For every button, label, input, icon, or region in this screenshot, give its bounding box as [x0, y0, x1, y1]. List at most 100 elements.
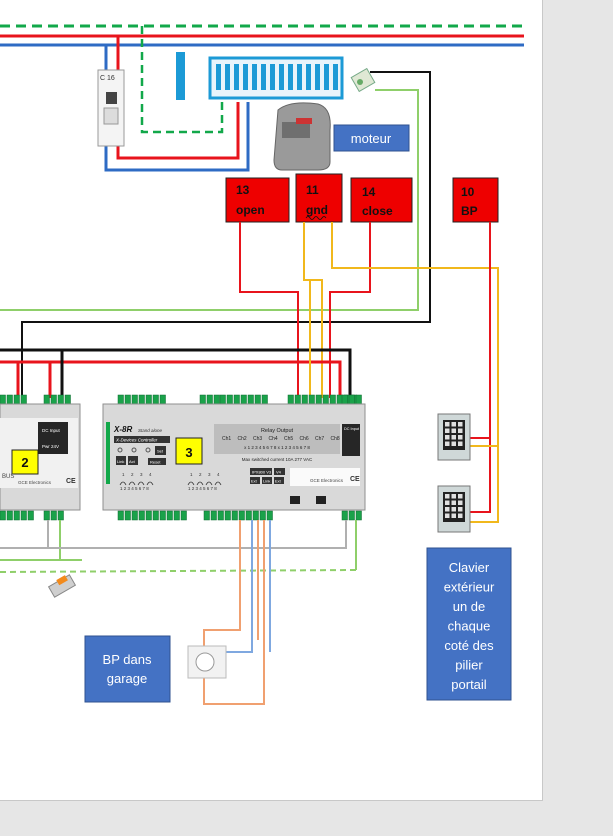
keypad-note-line: portail [451, 677, 487, 692]
input-number: 3 [208, 472, 211, 477]
screw-terminal [210, 510, 217, 521]
screw-terminal [238, 510, 245, 521]
relay-channel-label: Ch1 [222, 436, 231, 442]
screw-terminal [213, 394, 220, 405]
screw-terminal [138, 510, 145, 521]
screw-terminal [159, 510, 166, 521]
screw-terminal [217, 510, 224, 521]
input-number: 1 [122, 472, 125, 477]
screw-terminal [6, 394, 13, 405]
keypad-key [445, 422, 450, 427]
screw-terminal [329, 394, 336, 405]
screw-terminal [173, 510, 180, 521]
m3-relay-title: Relay Output [261, 428, 294, 434]
keypad-key [451, 513, 456, 518]
screw-terminal [341, 510, 348, 521]
photocell-icon [350, 67, 376, 93]
breaker-wiring [104, 26, 250, 172]
screw-terminal [245, 510, 252, 521]
keypad-key [451, 500, 456, 505]
m2-badge: 2 [21, 455, 28, 470]
terminal-slot [288, 64, 293, 90]
screw-terminal [64, 394, 71, 405]
screw-terminal [20, 394, 27, 405]
screw-terminal [231, 510, 238, 521]
m3-btn-link: Link [117, 459, 124, 464]
screw-terminal [131, 510, 138, 521]
m3-max-current: Max switched current 10A 277 VAC [242, 457, 313, 462]
keypad-icon [437, 413, 471, 461]
m2-bus: BUS [2, 474, 14, 480]
m3-input-terms-b: 1 2 3 4 5 6 7 8 [188, 486, 217, 491]
keypad-note-line: extérieur [444, 580, 495, 595]
input-symbol [196, 481, 204, 486]
keypad-note-line: Clavier [449, 560, 490, 575]
m2-ce: CE [66, 478, 76, 485]
callout-14-close: 14 close [350, 177, 413, 223]
terminal-slot [216, 64, 221, 90]
screw-terminal [43, 394, 50, 405]
screw-terminal [27, 510, 34, 521]
terminal-slot [243, 64, 248, 90]
m3-link: Link [263, 479, 270, 484]
keypad-icon [437, 485, 471, 533]
m2-brand: GCE Electronics [18, 480, 52, 485]
bp-garage-line-1: BP dans [103, 652, 152, 667]
input-symbol [187, 481, 195, 486]
terminal-slot [234, 64, 239, 90]
screw-terminal [138, 394, 145, 405]
terminal-slot [324, 64, 329, 90]
input-symbol [146, 481, 154, 486]
m3-btn-reset: Reset [150, 460, 161, 465]
screw-terminal [355, 394, 362, 405]
screw-terminal [336, 394, 343, 405]
input-number: 4 [149, 472, 152, 477]
callout-11-name: gnd [306, 203, 328, 217]
screw-terminal [348, 510, 355, 521]
screw-terminal [294, 394, 301, 405]
callout-11-gnd: 11 gnd [295, 173, 343, 223]
keypad-note-line: coté des [444, 638, 494, 653]
screw-terminal [219, 394, 226, 405]
screw-terminal [145, 394, 152, 405]
screw-terminal [50, 394, 57, 405]
screw-terminal [117, 394, 124, 405]
screw-terminal [43, 510, 50, 521]
terminal-slot [270, 64, 275, 90]
terminal-slot [225, 64, 230, 90]
relay-channel-label: Ch6 [300, 436, 309, 442]
terminal-slot [252, 64, 257, 90]
m3-ce: CE [350, 476, 360, 483]
input-symbol [119, 481, 127, 486]
terminal-slot [261, 64, 266, 90]
push-button-icon [187, 645, 227, 679]
screw-terminal [152, 394, 159, 405]
keypad-key [445, 494, 450, 499]
input-number: 2 [131, 472, 134, 477]
terminal-slot [333, 64, 338, 90]
screw-terminal [57, 510, 64, 521]
screw-terminal [266, 510, 273, 521]
screw-terminal [348, 394, 355, 405]
relay-channel-label: Ch8 [331, 436, 340, 442]
motor-unit [273, 102, 331, 171]
m2-dc-input: DC Input [42, 428, 61, 433]
keypad-key [458, 500, 463, 505]
input-number: 2 [199, 472, 202, 477]
terminal-slot [306, 64, 311, 90]
module-2: DC Input Pwr 24V 2 BUS GCE Electronics C… [0, 394, 81, 521]
circuit-breaker: C 16 [97, 69, 125, 147]
terminal-slot [279, 64, 284, 90]
callout-10-bp: 10 BP [452, 177, 499, 223]
keypad-key [458, 507, 463, 512]
screw-terminal [166, 510, 173, 521]
callout-13-open: 13 open [225, 177, 290, 223]
m3-ipx: IPX800 V3 [252, 470, 272, 475]
screw-terminal [240, 394, 247, 405]
screw-terminal [206, 394, 213, 405]
screw-terminal [124, 394, 131, 405]
m3-badge: 3 [185, 445, 192, 460]
screw-terminal [341, 394, 348, 405]
input-number: 1 [190, 472, 193, 477]
